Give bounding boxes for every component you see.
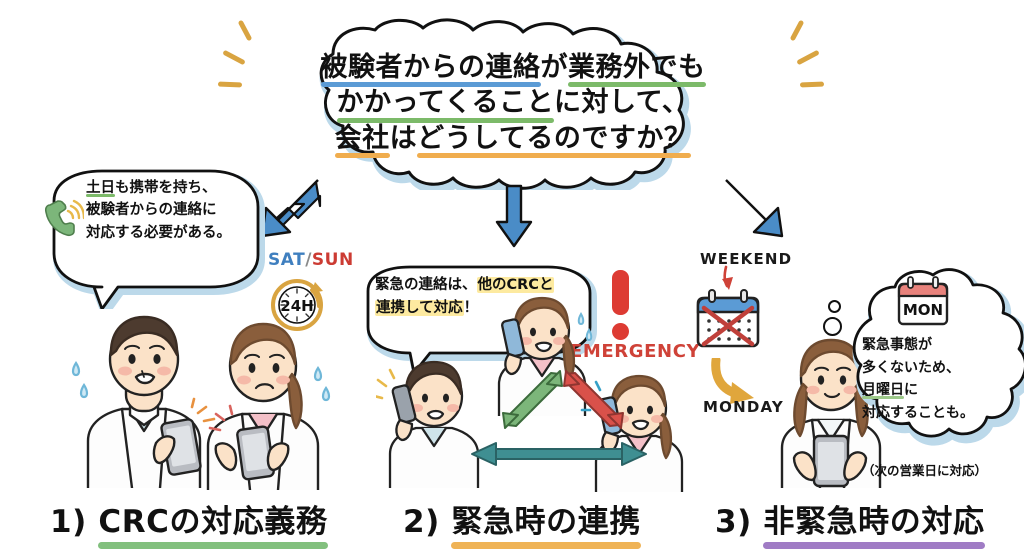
p2-line-1: 緊急の連絡は、他のCRCと [375, 274, 587, 297]
panel-1-bubble-text: 土日も携帯を持ち、 被験者からの連絡に 対応する必要がある。 [86, 177, 268, 244]
question-line-2: かかってくること に対して、 [336, 87, 690, 123]
q3-seg2: は [389, 122, 418, 154]
p1-l1-s1: 土日 [86, 180, 115, 196]
phone-ringing-icon [44, 199, 84, 237]
p3-l2-s1: 多くないため、 [862, 359, 960, 376]
female-crc-on-phone-top [497, 296, 593, 416]
panel-2-caption-body: 緊急時の連携 [451, 504, 641, 540]
question-line-1: 被験者からの連絡 が 業務外でも [320, 52, 706, 88]
clock-24h-icon: 24H [266, 272, 328, 334]
svg-text:24H: 24H [280, 297, 313, 315]
p1-line-2: 被験者からの連絡に [86, 199, 268, 221]
panel-2-caption: 2) 緊急時の連携 [403, 496, 641, 541]
p3-line-4: 対応することも。 [862, 402, 1012, 425]
question-line-3: 会社 は どうしてるのですか？ [334, 122, 692, 159]
p3-l1-s1: 緊急事態が [862, 337, 932, 353]
panel-3-caption-number: 3) [715, 504, 752, 540]
sat-label: SAT [268, 250, 306, 270]
arrow-gold-curve-icon [711, 358, 754, 404]
main-question-text: 被験者からの連絡 が 業務外でも かかってくること に対して、 会社 は どうし… [232, 18, 794, 190]
sat-sun-badge: SAT/SUN [268, 250, 354, 270]
link-arrow-green [502, 370, 563, 429]
panel-1-speech-bubble: 土日も携帯を持ち、 被験者からの連絡に 対応する必要がある。 [28, 163, 278, 317]
main-question-cloud: 被験者からの連絡 が 業務外でも かかってくること に対して、 会社 は どうし… [232, 18, 794, 190]
weekend-label: WEEKEND [700, 250, 793, 268]
q1-seg3: 業務外でも [568, 52, 706, 88]
panel-3-bubble-text: 緊急事態が 多くないため、 月曜日に 対応することも。 [862, 334, 1012, 425]
q2-seg2: に対して、 [553, 87, 690, 119]
panel-3-thought-bubble: MON 緊急事態が 多くないため、 月曜日に 対応することも。 [838, 262, 1024, 477]
p1-l1-s2: も携帯を持ち、 [115, 180, 217, 196]
sparkle-dash-right-3 [799, 81, 825, 88]
emergency-label: EMERGENCY [570, 341, 701, 362]
p2-l1-s1: 緊急の連絡は、 [375, 277, 477, 293]
arrow-to-panel-2 [495, 184, 533, 248]
panel-2-bubble-text: 緊急の連絡は、他のCRCと 連携して対応！ [375, 274, 587, 320]
panel-1-caption-number: 1) [50, 504, 87, 540]
sun-label: SUN [311, 250, 354, 270]
link-arrow-red [563, 370, 624, 429]
exclamation-dot [612, 323, 629, 340]
q3-seg3: どうしてるのですか？ [417, 123, 692, 159]
monday-label: MONDAY [703, 398, 784, 416]
exclamation-bar [612, 270, 629, 315]
panel-1-caption-body: CRCの対応義務 [98, 504, 328, 540]
calendar-mon-icon: MON [897, 276, 949, 326]
sparkle-dash-right-2 [796, 49, 820, 66]
p3-line-1: 緊急事態が [862, 334, 1012, 357]
q1-seg1: 被験者からの連絡 [320, 52, 541, 88]
panel-1-caption: 1) CRCの対応義務 [50, 496, 328, 541]
p1-line-3: 対応する必要がある。 [86, 222, 268, 244]
thought-bubble-dot-small [828, 300, 841, 313]
p3-l3-s1: 月曜日 [862, 382, 904, 399]
worried-male-crc-with-phone [71, 315, 216, 488]
svg-text:MON: MON [903, 301, 943, 319]
p2-l1-s2: 他のCRCと [476, 277, 555, 293]
q1-seg2: が [540, 52, 568, 84]
panel-2-caption-number: 2) [403, 504, 440, 540]
q2-seg1: かかってくること [336, 87, 555, 123]
thought-bubble-dot-large [823, 317, 842, 336]
calendar-crossed-icon [696, 289, 760, 348]
p2-l2-s1: 連携して対応 [375, 300, 464, 317]
panel-3-caption-body: 非緊急時の対応 [763, 504, 985, 540]
p1-l2-s1: 被験者からの連絡に [86, 202, 217, 219]
worried-female-crc-with-phone [206, 322, 331, 490]
p3-l3-s2: に [904, 382, 918, 399]
p3-line-3: 月曜日に [862, 379, 1012, 402]
calm-female-crc-with-phone [780, 338, 882, 488]
panel-3-note: （次の営業日に対応） [862, 463, 988, 478]
sparkle-dash-left-3 [217, 81, 243, 88]
p2-line-2: 連携して対応！ [375, 297, 587, 320]
arrow-to-panel-3 [725, 179, 784, 238]
q3-seg1: 会社 [334, 123, 390, 159]
p1-l3-s1: 対応する必要がある。 [86, 224, 231, 241]
p1-line-1: 土日も携帯を持ち、 [86, 177, 268, 199]
slash-label: / [305, 250, 312, 270]
p3-l4-s1: 対応することも。 [862, 405, 974, 422]
p3-line-2: 多くないため、 [862, 357, 1012, 380]
male-crc-on-phone [376, 360, 480, 488]
link-arrow-teal [471, 442, 647, 466]
arrow-red-down-icon [722, 265, 733, 290]
exclamation-mark-icon [612, 270, 629, 340]
p2-l2-s2: ！ [463, 300, 479, 317]
panel-3-caption: 3) 非緊急時の対応 [715, 496, 985, 541]
